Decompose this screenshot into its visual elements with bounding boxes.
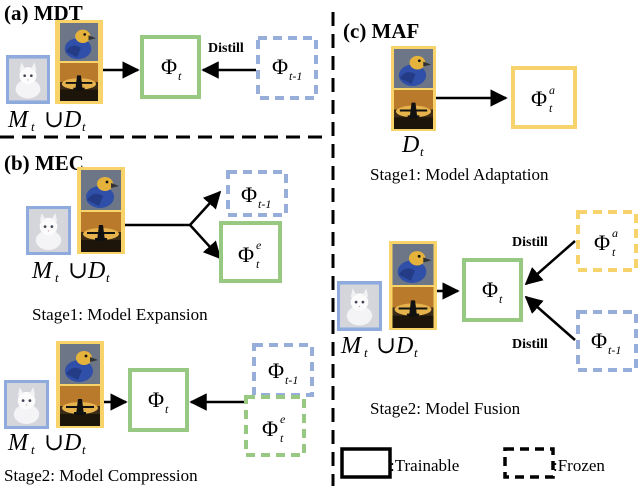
- svg-text:t: t: [31, 442, 35, 457]
- mec-s2-data-images: [56, 341, 104, 428]
- svg-text:Φ: Φ: [241, 182, 257, 207]
- svg-text::Trainable: :Trainable: [390, 456, 459, 475]
- airplane-image-icon: [60, 63, 98, 101]
- svg-text:∪: ∪: [376, 333, 396, 359]
- maf-s2-arrow-from-adapt: [524, 240, 576, 286]
- svg-text:Φ: Φ: [531, 86, 547, 111]
- mec-s1-data-images: [77, 167, 125, 254]
- svg-text:a: a: [549, 83, 555, 97]
- svg-text:Φ: Φ: [268, 358, 284, 383]
- maf-s2-memory-image: [337, 281, 382, 331]
- svg-text:Φ: Φ: [591, 328, 607, 353]
- mec-s1-input-label: M t ∪ D t: [31, 258, 110, 285]
- svg-text:t: t: [82, 442, 86, 457]
- svg-text:t: t: [420, 144, 424, 159]
- svg-text:t: t: [499, 292, 503, 306]
- svg-text:D: D: [395, 333, 413, 359]
- maf-s2-arrow-from-prev: [524, 295, 576, 341]
- svg-text:M: M: [7, 430, 30, 456]
- svg-text:t: t: [256, 257, 260, 271]
- svg-text:e: e: [280, 412, 286, 426]
- svg-text:D: D: [401, 132, 419, 158]
- svg-text:∪: ∪: [44, 107, 64, 133]
- maf-s1-input-label: D t: [401, 132, 424, 159]
- svg-text:Φ: Φ: [272, 54, 288, 79]
- svg-text:t-1: t-1: [258, 197, 271, 211]
- maf-s2-input-label: M t ∪ D t: [340, 333, 418, 360]
- mec-s2-memory-image: [4, 380, 49, 429]
- svg-text:t: t: [82, 119, 86, 134]
- mec-s2-phi-box: Φ t: [128, 368, 189, 432]
- svg-text:t: t: [549, 101, 553, 115]
- mdt-input-label: M t ∪ D t: [7, 107, 86, 134]
- svg-text:t: t: [280, 431, 284, 445]
- mec-s2-phi-expand-box: Φ e t: [244, 395, 306, 457]
- mdt-data-images: [55, 20, 103, 104]
- svg-text:D: D: [63, 430, 81, 456]
- mec-s1-arrow-up: [189, 190, 222, 226]
- maf-stage2-label: Stage2: Model Fusion: [370, 399, 521, 418]
- mdt-distill-label: Distill: [208, 41, 244, 56]
- mec-s1-phi-prev-box: Φ t-1: [226, 170, 288, 217]
- svg-text:M: M: [7, 107, 30, 133]
- mec-s1-arrow-down: [189, 224, 222, 260]
- maf-distill-top-label: Distill: [512, 235, 548, 250]
- svg-text:a: a: [612, 226, 618, 240]
- legend-frozen: :Frozen: [503, 447, 605, 479]
- maf-s2-data-images: [389, 241, 437, 330]
- panel-c-title: (c) MAF: [343, 19, 419, 43]
- svg-text:t-1: t-1: [285, 373, 298, 387]
- svg-text:Φ: Φ: [594, 230, 610, 255]
- svg-text:Φ: Φ: [238, 242, 254, 267]
- svg-text::Frozen: :Frozen: [553, 456, 605, 475]
- svg-text:t: t: [364, 345, 368, 360]
- mec-s1-phi-expand-box: Φ e t: [219, 221, 282, 283]
- svg-text:t: t: [31, 119, 35, 134]
- maf-distill-bottom-label: Distill: [512, 337, 548, 352]
- svg-text:t: t: [165, 402, 169, 416]
- mec-s2-phi-prev-box: Φ t-1: [252, 343, 314, 397]
- maf-s2-phi-box: Φ t: [462, 258, 523, 322]
- svg-text:t: t: [612, 245, 616, 259]
- maf-stage1-label: Stage1: Model Adaptation: [370, 165, 549, 184]
- svg-text:∪: ∪: [44, 430, 64, 456]
- svg-text:t: t: [178, 69, 182, 83]
- maf-s1-phi-adapt-box: Φ a t: [511, 66, 577, 129]
- legend-trainable: :Trainable: [340, 447, 459, 479]
- panel-b-title: (b) MEC: [4, 151, 84, 175]
- mec-stage1-label: Stage1: Model Expansion: [32, 305, 208, 324]
- mdt-phi-box: Φ t: [140, 35, 201, 99]
- maf-s2-phi-prev-box: Φ t-1: [576, 310, 638, 372]
- cat-image-icon: [9, 58, 47, 101]
- bird-image-icon: [60, 23, 98, 61]
- svg-text:t-1: t-1: [289, 69, 302, 83]
- maf-s2-phi-adapt-box: Φ a t: [576, 210, 638, 272]
- svg-text:D: D: [87, 258, 105, 284]
- svg-text:Φ: Φ: [161, 54, 177, 79]
- svg-text:t: t: [106, 270, 110, 285]
- mec-s1-memory-image: [26, 206, 71, 255]
- mec-stage2-label: Stage2: Model Compression: [4, 466, 198, 485]
- svg-text:Φ: Φ: [148, 387, 164, 412]
- svg-text:t: t: [414, 345, 418, 360]
- svg-text:e: e: [256, 238, 262, 252]
- mdt-memory-image: [6, 55, 50, 104]
- mdt-phi-prev-box: Φ t-1: [256, 36, 318, 100]
- svg-text:Φ: Φ: [482, 277, 498, 302]
- svg-text:∪: ∪: [68, 258, 88, 284]
- svg-text:t: t: [55, 270, 59, 285]
- mec-s2-input-label: M t ∪ D t: [7, 430, 86, 457]
- svg-text:M: M: [31, 258, 54, 284]
- svg-text:D: D: [63, 107, 81, 133]
- svg-text:M: M: [340, 333, 363, 359]
- svg-text:Φ: Φ: [262, 416, 278, 441]
- maf-s1-data-images: [391, 46, 436, 131]
- svg-text:t-1: t-1: [608, 343, 621, 357]
